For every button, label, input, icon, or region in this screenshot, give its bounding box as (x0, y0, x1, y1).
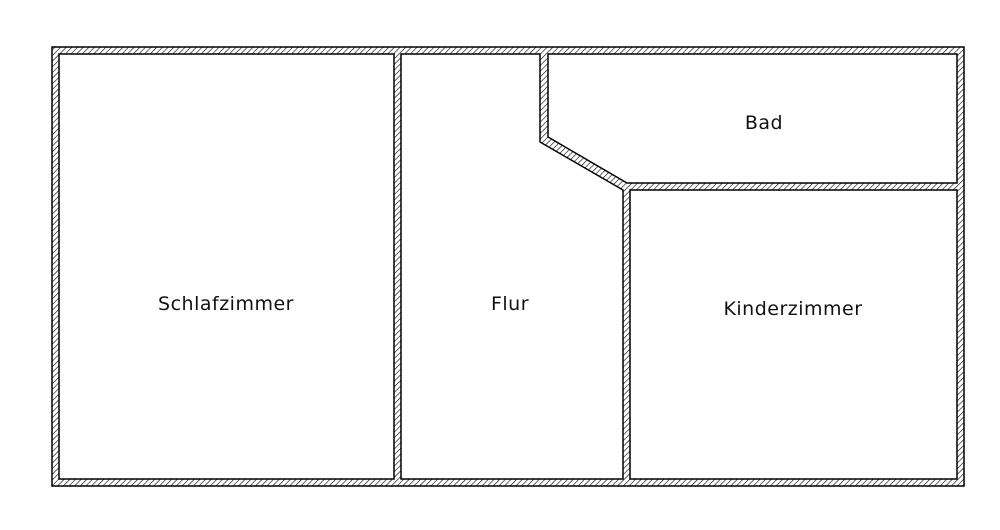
room-schlafzimmer (58, 53, 395, 480)
label-bad: Bad (745, 112, 783, 134)
label-schlafzimmer: Schlafzimmer (158, 293, 294, 315)
walls (51, 46, 965, 487)
room-flur (400, 53, 624, 480)
room-bad (547, 53, 958, 184)
label-flur: Flur (491, 293, 529, 315)
room-kinderzimmer (629, 189, 958, 480)
label-kinderzimmer: Kinderzimmer (723, 298, 862, 320)
